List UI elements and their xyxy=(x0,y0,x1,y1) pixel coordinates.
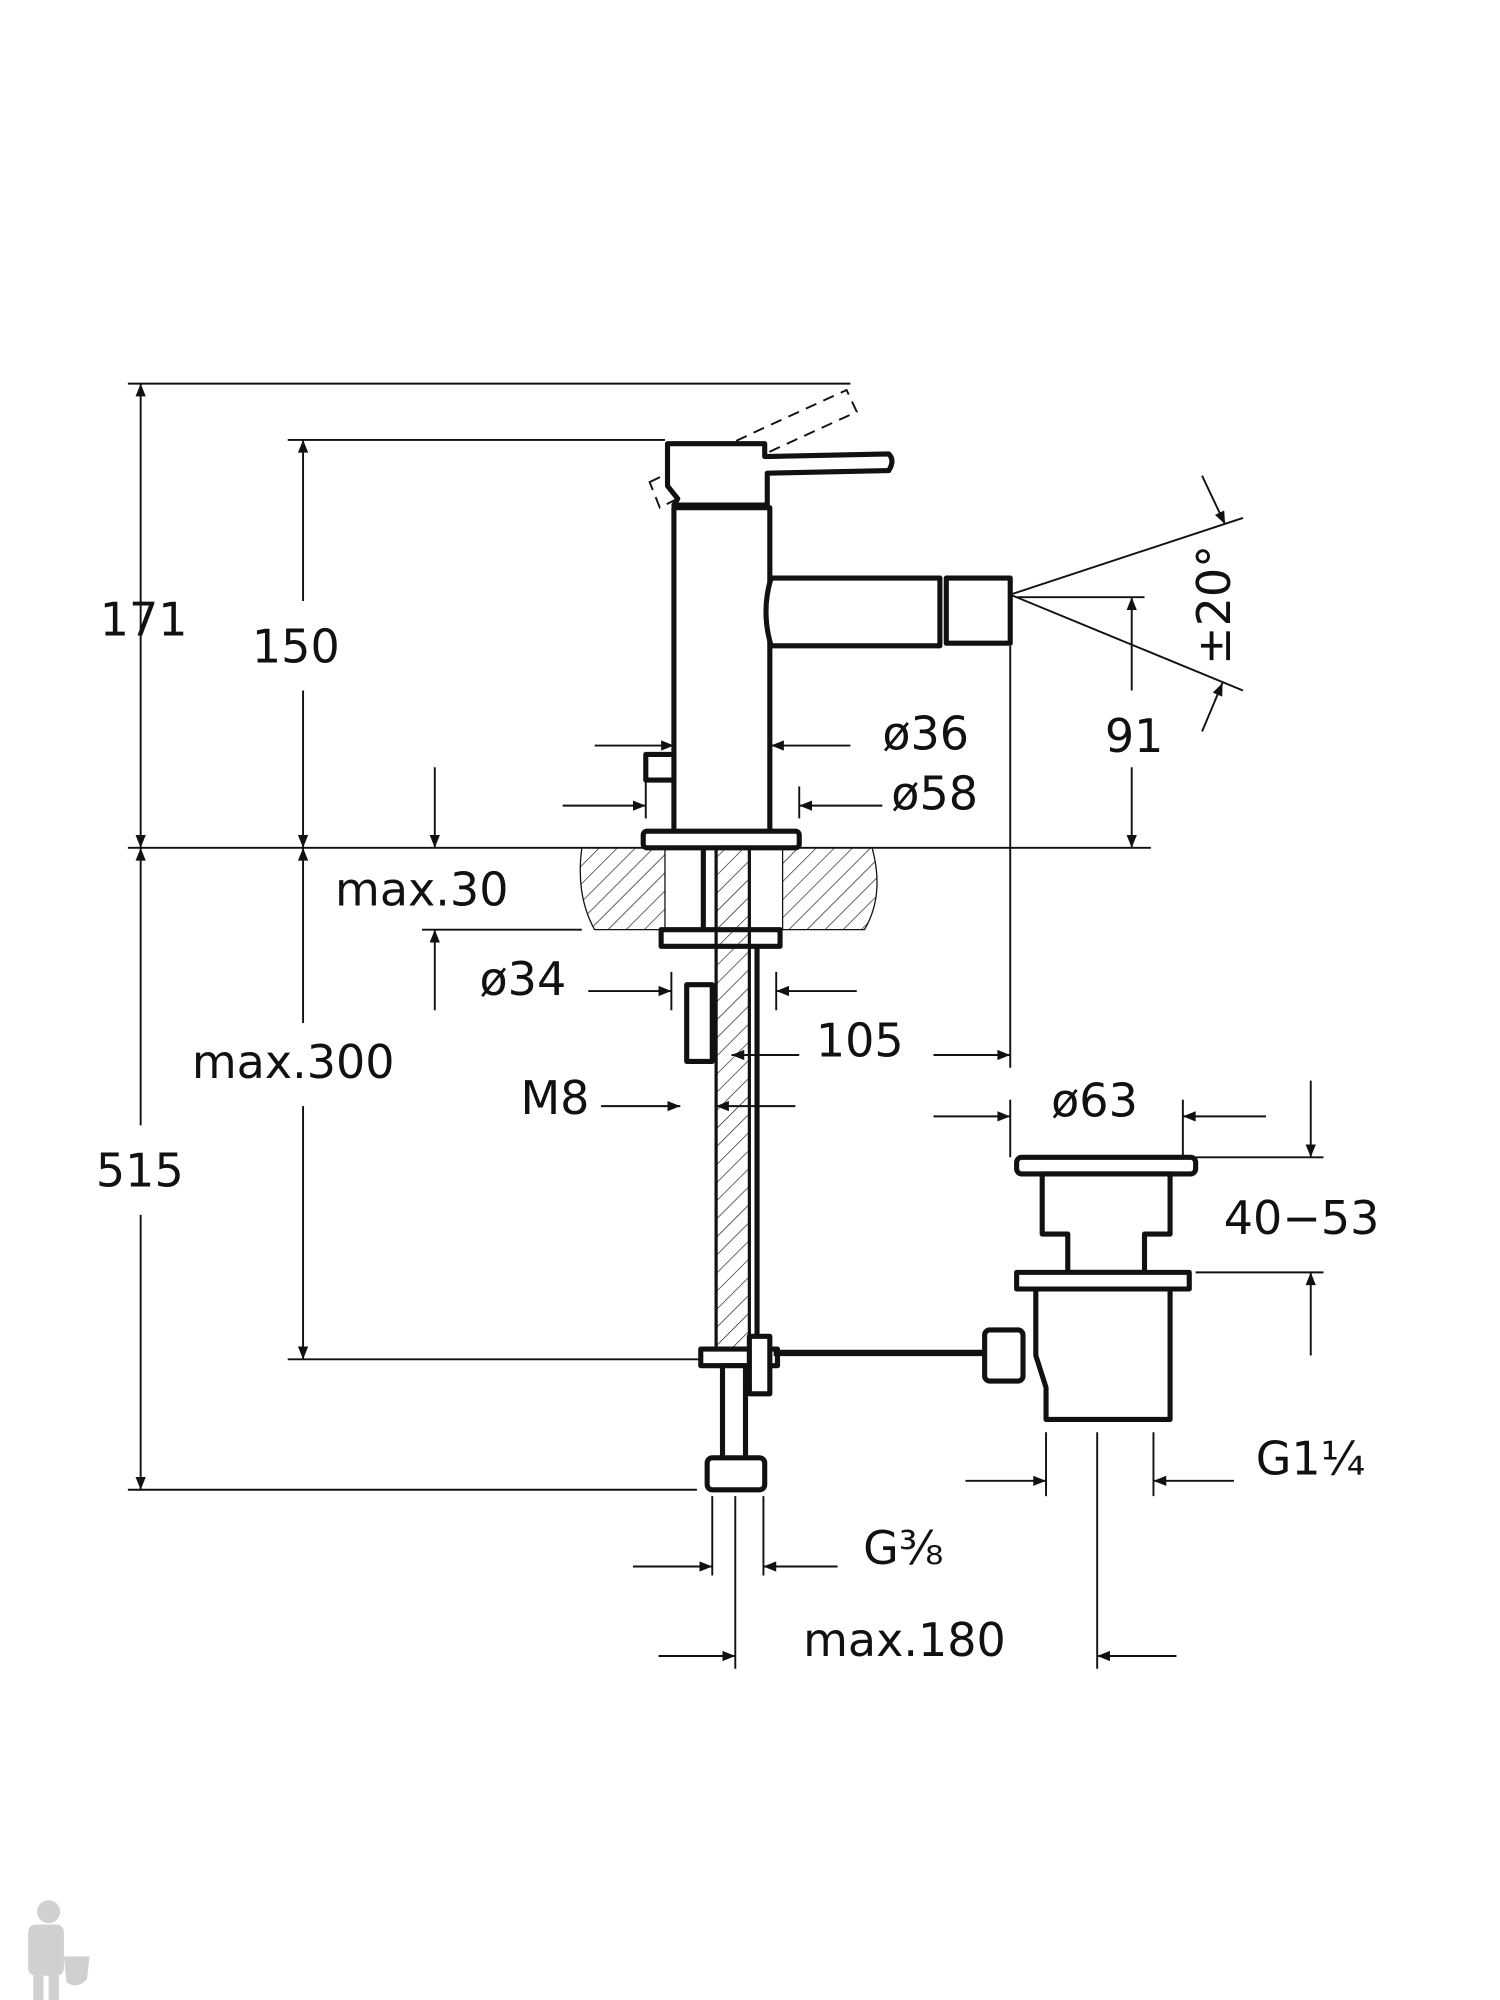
label-base-diameter: ø58 xyxy=(891,766,978,820)
label-drain-range: 40−53 xyxy=(1224,1191,1380,1245)
label-hole-diameter: ø34 xyxy=(480,952,567,1006)
label-spray-angle: ±20° xyxy=(1187,545,1241,665)
label-body-diameter: ø36 xyxy=(882,706,969,760)
label-below-counter: 515 xyxy=(96,1144,184,1198)
pop-up-waste xyxy=(773,1154,1199,1422)
plumber-mascot-logo xyxy=(28,1900,90,2000)
label-drain-diameter: ø63 xyxy=(1051,1073,1138,1127)
label-spout-height: 91 xyxy=(1105,709,1164,763)
dimension-labels: 171 150 515 max.30 max.300 91 ±20° ø36 ø… xyxy=(96,545,1380,1667)
label-drain-thread: G1¼ xyxy=(1256,1431,1366,1485)
label-spout-reach: 105 xyxy=(816,1013,904,1067)
dimension-arrows xyxy=(135,383,1316,1662)
label-max-thickness: max.30 xyxy=(335,862,508,916)
label-inlet-thread: G⅜ xyxy=(863,1521,943,1575)
bidet-mixer xyxy=(640,388,1013,1493)
label-body-height: 150 xyxy=(252,619,340,673)
label-max-depth: max.300 xyxy=(192,1035,395,1089)
countertop-section xyxy=(579,847,878,931)
label-total-height: 171 xyxy=(100,593,188,647)
label-stud-thread: M8 xyxy=(520,1071,589,1125)
label-max-offset: max.180 xyxy=(803,1613,1006,1667)
